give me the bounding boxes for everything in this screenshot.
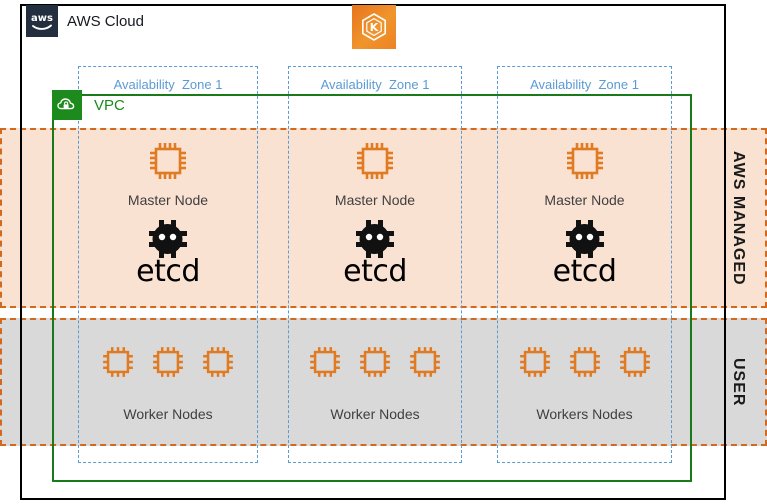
availability-zone-2: Availability Zone 1 — [288, 66, 462, 463]
worker-node-chip-icon — [360, 347, 390, 377]
master-node-chip-icon-3 — [562, 138, 608, 189]
band-aws-managed: AWS MANAGED — [0, 128, 767, 308]
band-label-aws-managed: AWS MANAGED — [730, 150, 747, 286]
vpc-label: VPC — [94, 96, 125, 114]
worker-node-chip-icon — [569, 347, 600, 377]
etcd-wordmark: etcd — [343, 254, 407, 289]
availability-zone-1: Availability Zone 1 — [78, 66, 258, 463]
worker-node-chip-icon — [153, 347, 183, 377]
etcd-logo-2: etcd — [288, 218, 462, 287]
band-label-user: USER — [730, 357, 747, 407]
zone-3-content: Master Node etcd — [497, 0, 672, 504]
etcd-wordmark: etcd — [136, 254, 200, 289]
amazon-eks-icon: K — [352, 5, 396, 49]
master-node-label-3: Master Node — [544, 192, 625, 208]
availability-zone-3-label: Availability Zone 1 — [530, 77, 639, 92]
aws-cloud-header: aws AWS Cloud — [26, 5, 144, 37]
availability-zone-3: Availability Zone 1 — [497, 66, 672, 463]
vpc-boundary — [52, 94, 692, 482]
zone-1-content: Master Node etcd — [78, 0, 258, 504]
worker-nodes-label-3: Workers Nodes — [536, 406, 633, 422]
worker-nodes-row-1 — [78, 343, 258, 381]
master-node-label-1: Master Node — [127, 192, 209, 208]
availability-zone-2-label: Availability Zone 1 — [320, 77, 430, 92]
master-node-chip-icon-2 — [352, 138, 398, 189]
etcd-gear-icon — [149, 220, 187, 258]
worker-nodes-row-2 — [288, 343, 462, 381]
band-user: USER — [0, 318, 767, 446]
availability-zone-1-label: Availability Zone 1 — [113, 77, 223, 92]
zone-2-content: Master Node etcd — [288, 0, 462, 504]
etcd-gear-icon — [565, 220, 604, 258]
master-node-label-2: Master Node — [334, 192, 416, 208]
worker-nodes-label-1: Worker Nodes — [123, 406, 213, 422]
worker-nodes-label-2: Worker Nodes — [330, 406, 420, 422]
worker-node-chip-icon — [619, 347, 650, 377]
worker-node-chip-icon — [103, 347, 133, 377]
worker-nodes-row-3 — [497, 343, 672, 381]
aws-cloud-title: AWS Cloud — [67, 12, 144, 30]
svg-text:K: K — [370, 21, 379, 34]
etcd-logo-3: etcd — [497, 218, 672, 287]
worker-node-chip-icon — [519, 347, 550, 377]
worker-node-chip-icon — [310, 347, 340, 377]
svg-text:aws: aws — [31, 13, 53, 24]
etcd-wordmark: etcd — [552, 254, 617, 289]
master-node-chip-icon-1 — [145, 138, 191, 189]
aws-logo-icon: aws — [26, 5, 58, 37]
vpc-cloud-lock-icon — [52, 90, 82, 120]
worker-node-chip-icon — [410, 347, 440, 377]
etcd-logo-1: etcd — [78, 218, 258, 287]
worker-node-chip-icon — [203, 347, 233, 377]
vpc-header: VPC — [52, 90, 125, 120]
etcd-gear-icon — [356, 220, 394, 258]
